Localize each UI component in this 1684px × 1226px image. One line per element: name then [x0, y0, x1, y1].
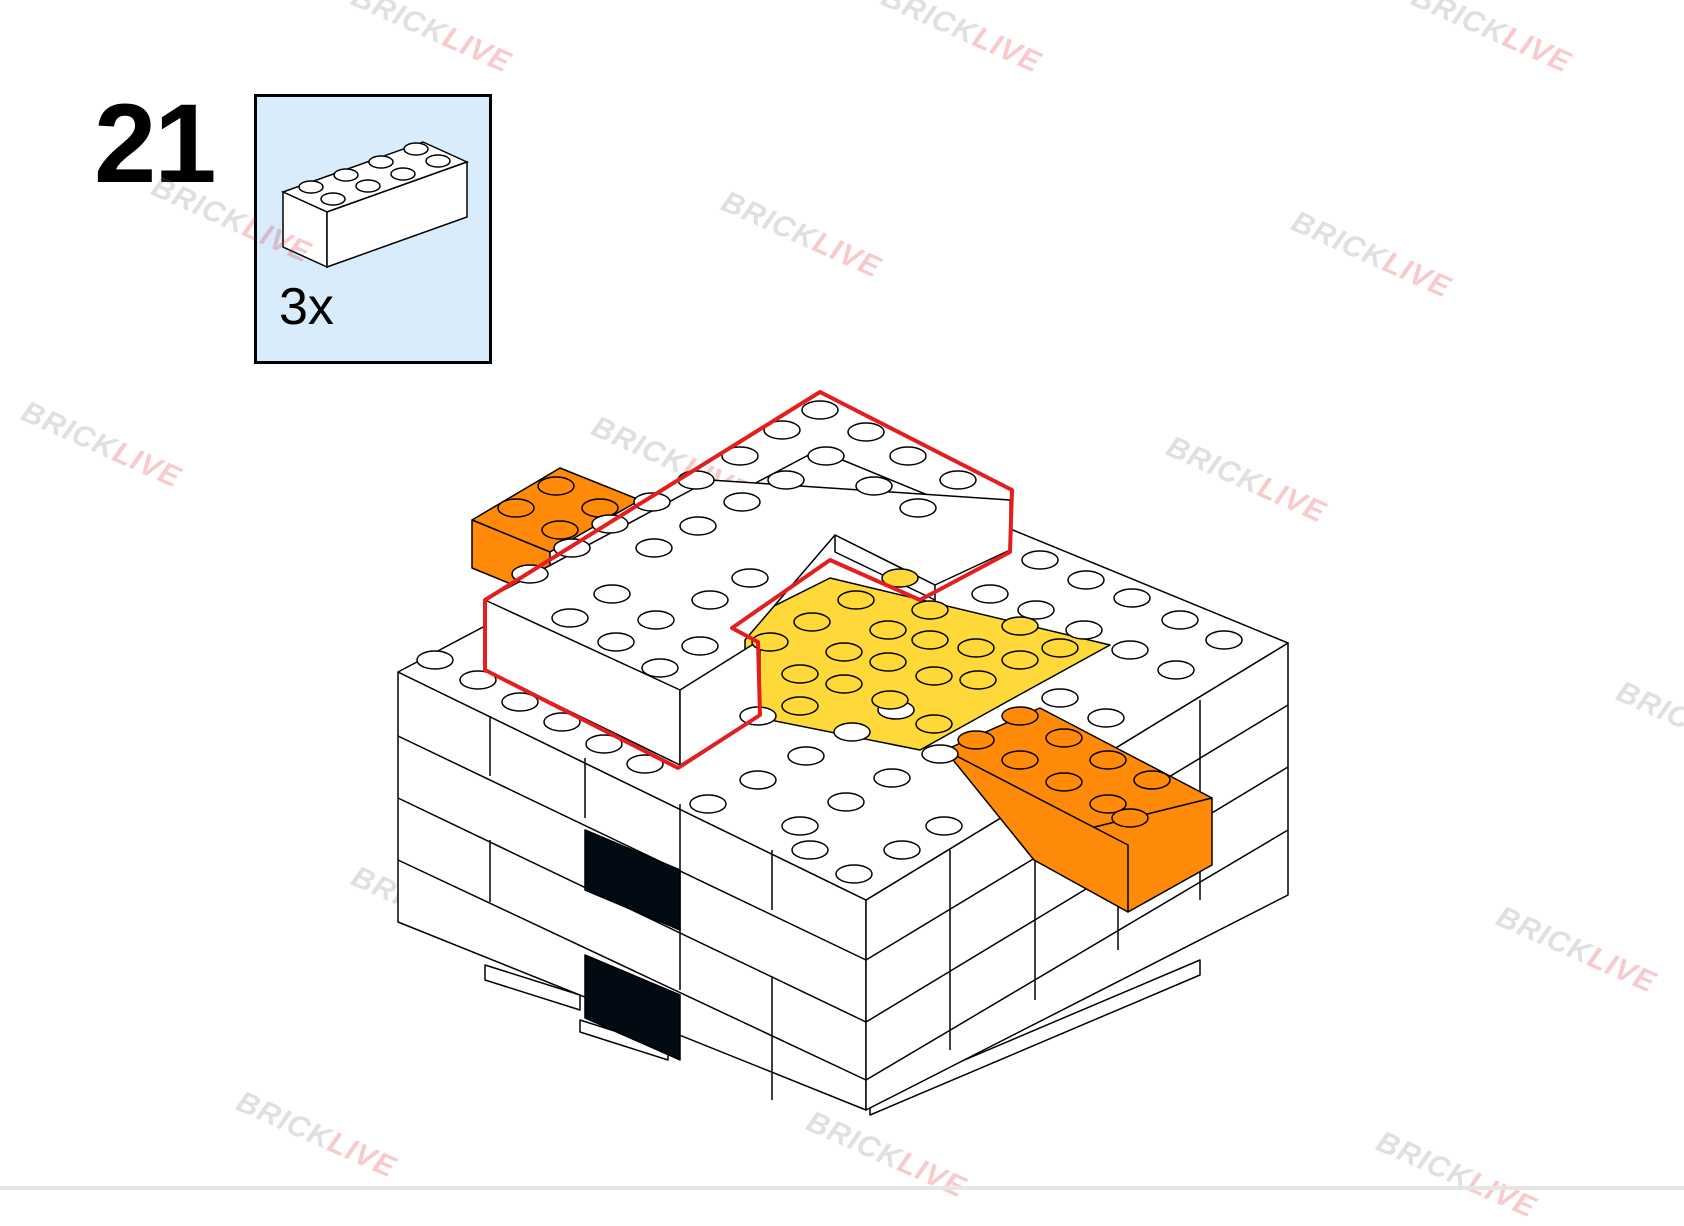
- step-number: 21: [94, 81, 217, 206]
- yellow-studs: [751, 568, 1079, 734]
- brick-2x4-white-icon: [281, 141, 469, 269]
- parts-callout: 3x: [254, 94, 492, 364]
- black-brick: [584, 954, 681, 1061]
- black-brick: [584, 829, 681, 931]
- part-quantity: 3x: [279, 278, 334, 336]
- highlight-outline: [483, 390, 1014, 770]
- model-illustration: [397, 390, 1289, 1116]
- page-bottom-border: [0, 1186, 1684, 1190]
- orange-studs: [497, 476, 1171, 828]
